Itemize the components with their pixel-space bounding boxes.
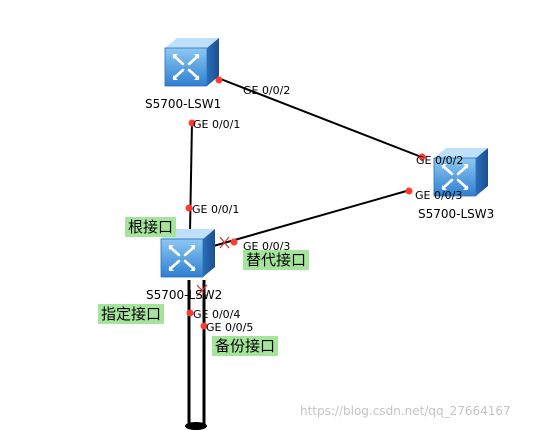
- blocked-mark-ge004: [196, 284, 208, 297]
- port-dot-lsw1-ge001: [188, 119, 196, 127]
- port-dot-lsw2-ge004: [186, 309, 194, 317]
- port-dot-lsw2-ge005: [200, 322, 208, 330]
- port-label-lsw2-ge005: GE 0/0/5: [206, 321, 254, 334]
- watermark-text: https://blog.csdn.net/qq_27664167: [300, 404, 511, 418]
- link-lsw1-lsw3: [217, 77, 425, 159]
- role-label-alternate: 替代接口: [243, 250, 310, 270]
- role-label-designated: 指定接口: [98, 304, 165, 324]
- link-end-cap: [185, 422, 207, 430]
- switch-lsw2-name: S5700-LSW2: [146, 288, 223, 302]
- switch-lsw1-name: S5700-LSW1: [145, 97, 222, 111]
- role-label-backup: 备份接口: [212, 336, 279, 356]
- port-label-lsw1-ge001: GE 0/0/1: [193, 118, 241, 131]
- port-label-lsw2-ge001: GE 0/0/1: [192, 203, 240, 216]
- switch-lsw3-name: S5700-LSW3: [418, 207, 495, 221]
- switch-lsw1-icon[interactable]: [164, 38, 219, 87]
- blocked-mark-ge003: [219, 236, 230, 249]
- switch-lsw3-icon[interactable]: [433, 148, 488, 197]
- port-label-lsw3-ge002: GE 0/0/2: [416, 154, 464, 167]
- port-dot-lsw2-ge001: [185, 204, 193, 212]
- port-dot-lsw2-ge003: [230, 238, 238, 246]
- port-label-lsw1-ge002: GE 0/0/2: [243, 84, 291, 97]
- link-lsw1-lsw2: [189, 121, 193, 233]
- port-label-lsw3-ge003: GE 0/0/3: [415, 189, 463, 202]
- port-label-lsw2-ge003: GE 0/0/3: [243, 240, 291, 253]
- port-label-lsw2-ge004: GE 0/0/4: [193, 308, 241, 321]
- port-dot-lsw1-ge002: [215, 76, 223, 84]
- port-dot-lsw3-ge002: [418, 153, 426, 161]
- port-dot-lsw3-ge003: [405, 187, 413, 195]
- link-lsw2-lsw3: [209, 189, 411, 248]
- role-label-root: 根接口: [125, 217, 177, 237]
